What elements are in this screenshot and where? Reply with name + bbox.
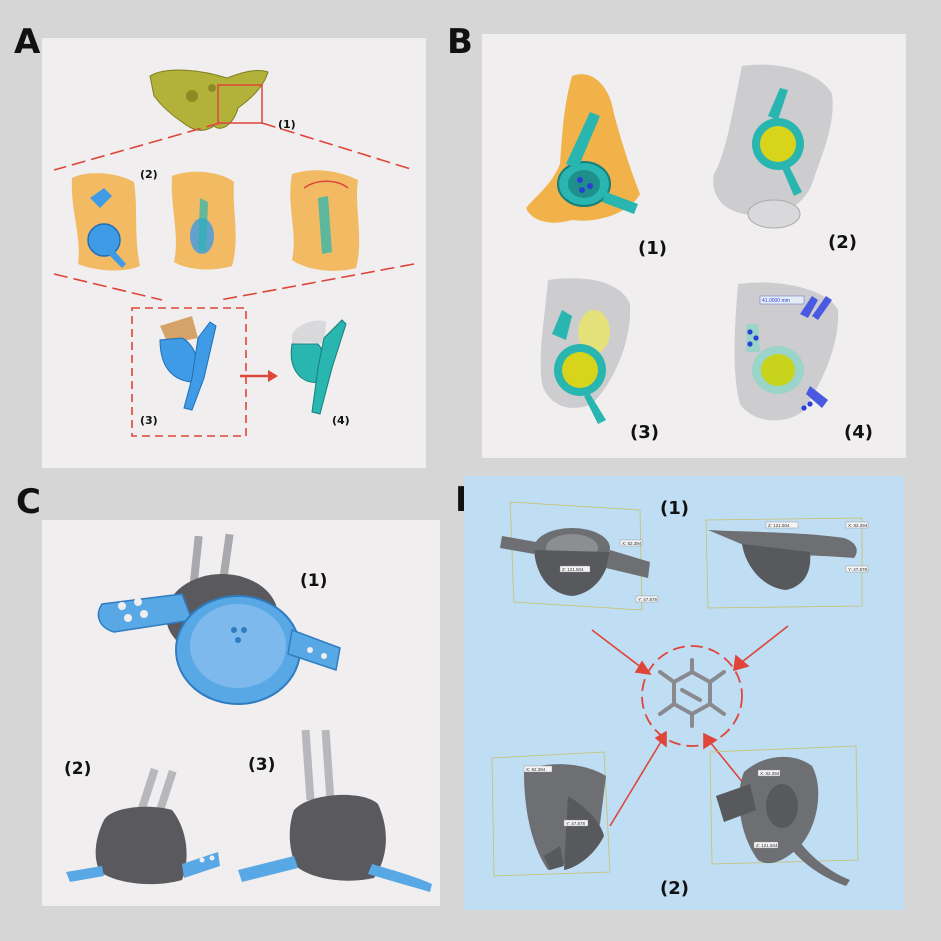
pelvis-implant-3 xyxy=(540,278,631,424)
label-c2: (2) xyxy=(64,759,91,779)
label-c3: (3) xyxy=(248,755,275,775)
dim-tag-8: Y: 47.878 xyxy=(566,821,586,826)
implant-side-view-3 xyxy=(238,729,432,892)
label-c1: (1) xyxy=(300,571,327,591)
label-d1: (1) xyxy=(660,498,689,519)
panel-d-figure: (1) Z: 121.504 X: 82.394 Y: 47.878 Z: 12… xyxy=(491,498,869,899)
scan-bottom-right: X: 82.394 Z: 121.504 xyxy=(709,745,859,886)
panel-letter-b: B xyxy=(447,22,473,62)
implant-top-view xyxy=(97,533,341,705)
label-d2: (2) xyxy=(660,878,689,899)
panel-c-figure: (1) (2) (3) xyxy=(64,533,432,892)
zoom-box xyxy=(217,84,263,124)
label-b2: (2) xyxy=(828,232,857,253)
panel-d: (1) Z: 121.504 X: 82.394 Y: 47.878 Z: 12… xyxy=(464,476,904,910)
pelvis-implant-4: 41.0000 mm xyxy=(734,282,839,421)
label-b1: (1) xyxy=(638,238,667,259)
label-b3: (3) xyxy=(630,422,659,443)
label-a4: (4) xyxy=(332,414,350,427)
panel-letter-a: A xyxy=(14,22,41,62)
scan-bottom-left: X: 82.394 Y: 47.878 xyxy=(491,751,611,877)
lattice-circle xyxy=(641,645,743,747)
lattice-unit-cell xyxy=(658,658,726,728)
implant-4 xyxy=(290,319,347,415)
dim-tag-10: Z: 121.504 xyxy=(756,843,778,848)
pelvis-implant-1 xyxy=(526,74,640,223)
scan-top-left: Z: 121.504 X: 82.394 Y: 47.878 xyxy=(500,501,659,611)
dim-tag-7: X: 82.394 xyxy=(526,767,546,772)
dim-tag-9: X: 82.394 xyxy=(760,771,780,776)
panel-a: (1) (2) (3) (4) xyxy=(42,38,426,468)
pelvis-model xyxy=(149,69,269,131)
bone-view-3 xyxy=(290,170,360,271)
label-a3: (3) xyxy=(140,414,158,427)
dim-tag-5: X: 82.394 xyxy=(848,523,868,528)
dim-tag-2: X: 82.394 xyxy=(622,541,642,546)
label-b4: (4) xyxy=(844,422,873,443)
dim-tag-1: Z: 121.504 xyxy=(562,567,584,572)
dim-tag-4: Z: 121.504 xyxy=(768,523,790,528)
implant-3 xyxy=(159,316,217,411)
bone-view-2 xyxy=(171,171,236,270)
implant-side-view-2 xyxy=(66,767,220,885)
panel-b: (1) (2) (3) 41.0000 mm (4) xyxy=(482,34,906,458)
panel-c: (1) (2) (3) xyxy=(42,520,440,906)
implant-box xyxy=(131,307,247,437)
panel-a-figure: (1) (2) (3) (4) xyxy=(53,69,415,437)
panel-b-figure: (1) (2) (3) 41.0000 mm (4) xyxy=(526,64,873,443)
bone-view-1 xyxy=(71,173,140,271)
scan-top-right: Z: 121.504 X: 82.394 Y: 47.878 xyxy=(705,517,869,609)
measure-tag: 41.0000 mm xyxy=(762,298,790,304)
panel-letter-c: C xyxy=(16,482,41,522)
label-a2: (2) xyxy=(140,168,158,181)
dim-tag-3: Y: 47.878 xyxy=(638,597,658,602)
label-a1: (1) xyxy=(278,118,296,131)
dim-tag-6: Y: 47.878 xyxy=(848,567,868,572)
pelvis-implant-2 xyxy=(713,64,833,229)
